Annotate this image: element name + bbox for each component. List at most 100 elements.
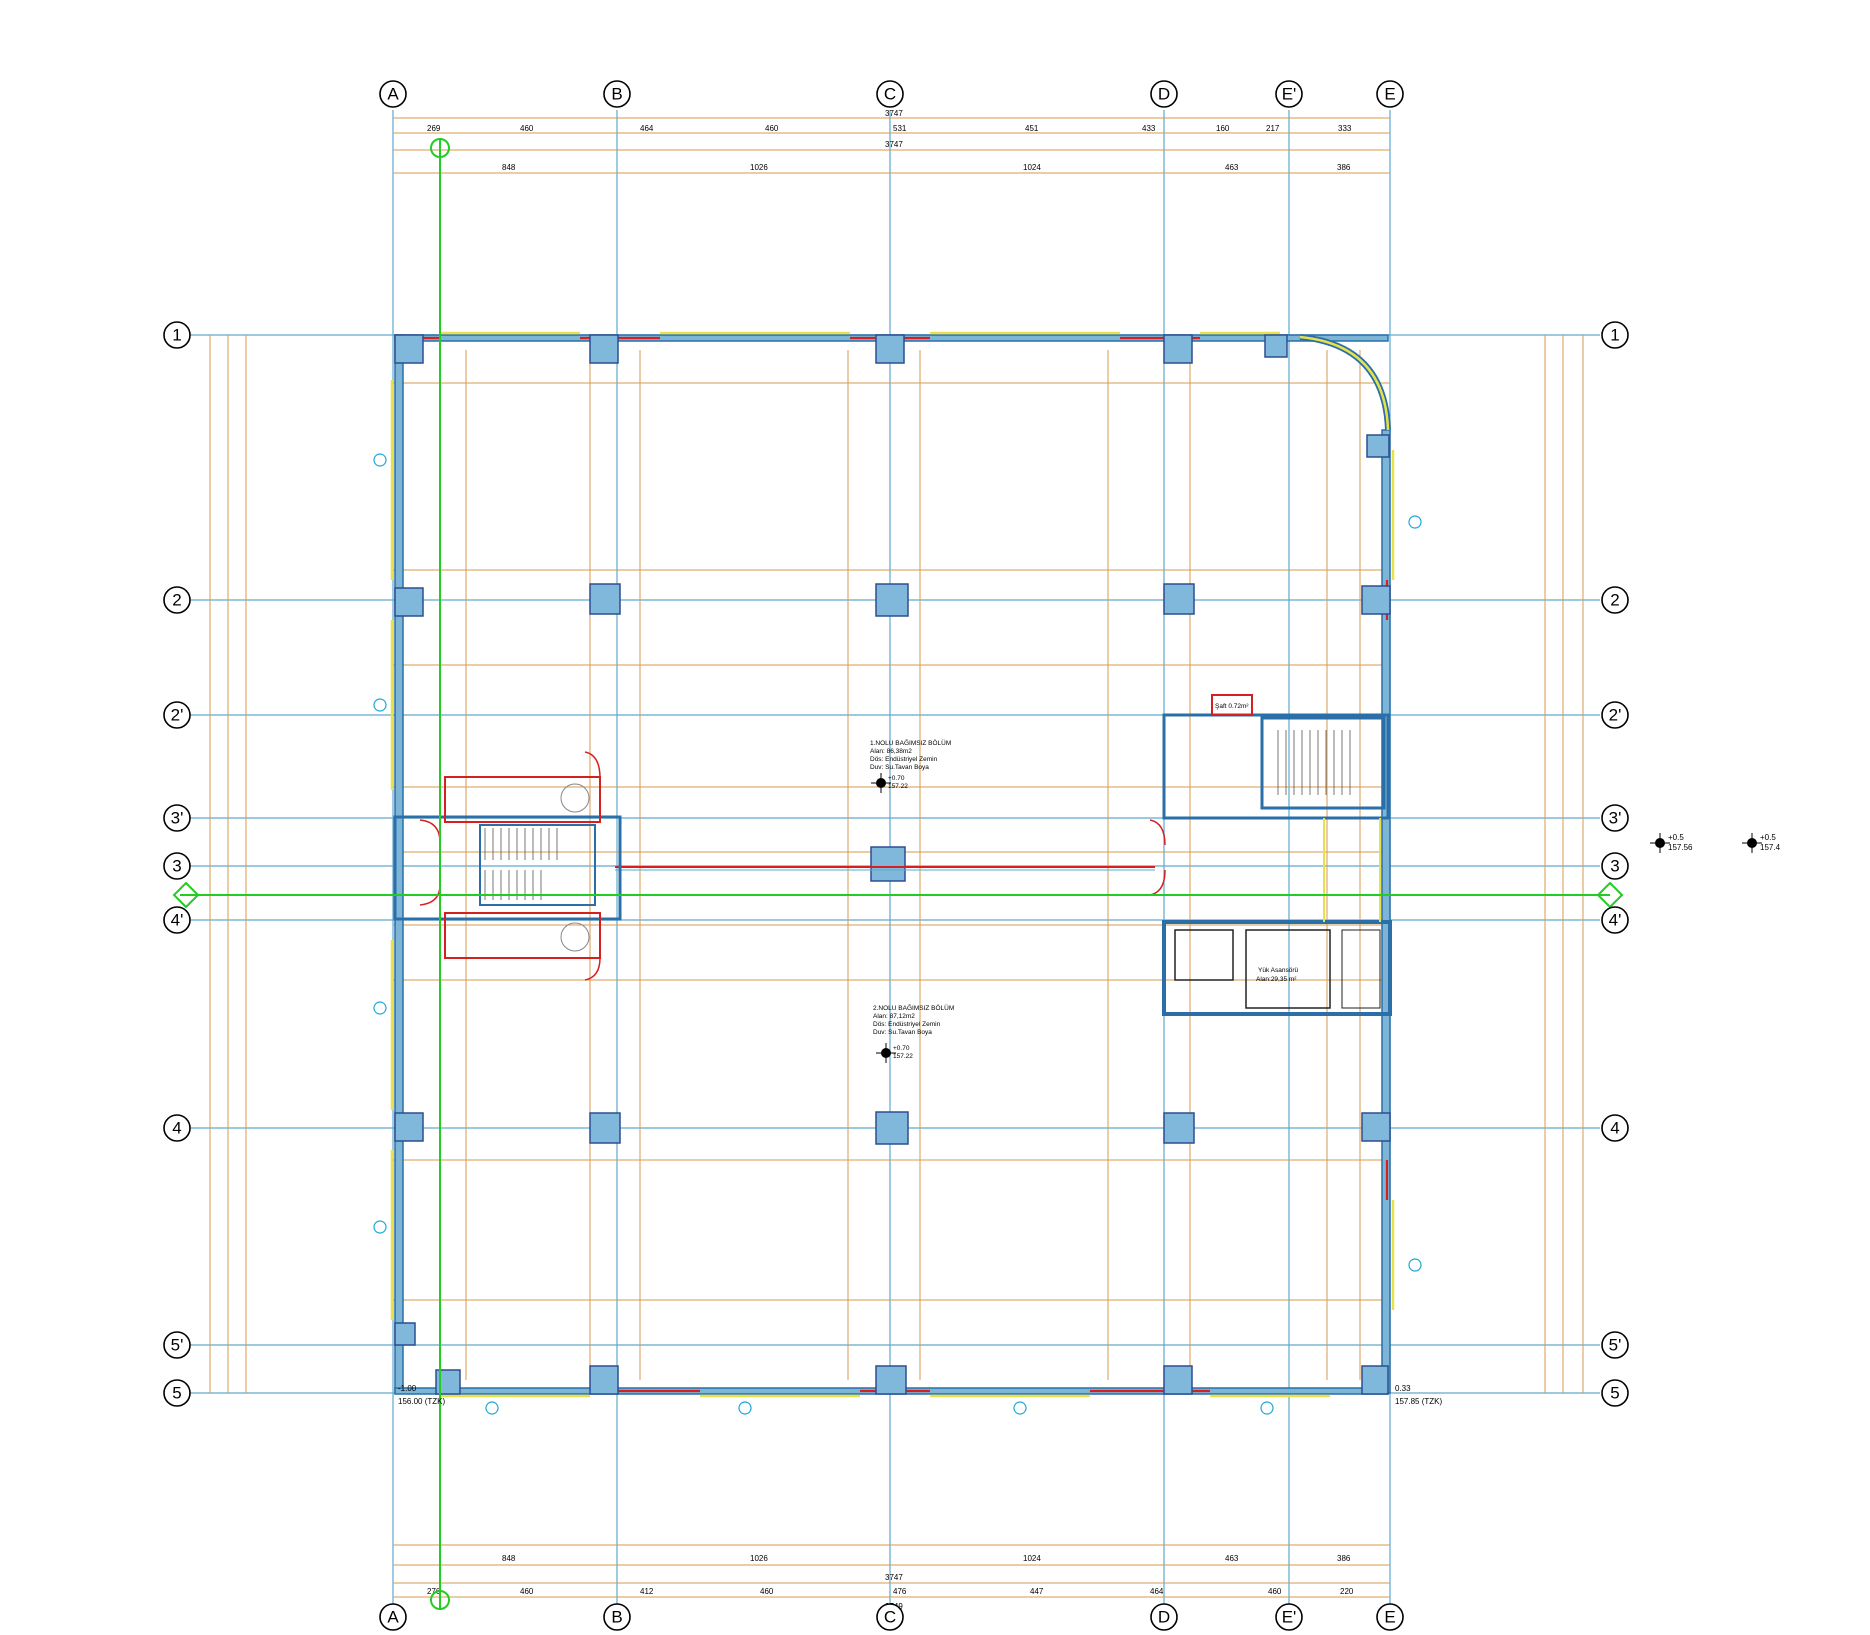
dim-text: 460 xyxy=(520,124,534,133)
dim-text: 476 xyxy=(893,1587,907,1596)
grid-label-E-prime: E' xyxy=(1282,85,1297,104)
grid-label-A: A xyxy=(387,1608,399,1627)
room-floor: Dös: Endüstriyel Zemin xyxy=(873,1021,941,1028)
grid-label-C: C xyxy=(884,85,896,104)
shaft-label: Şaft 0.72m² xyxy=(1215,703,1249,710)
elevator-label: Yük Asansörü xyxy=(1258,967,1298,974)
dimension-texts-bottom: 848 1026 1024 463 386 3747 276 460 412 4… xyxy=(427,1554,1354,1611)
green-reference-lines xyxy=(172,138,1624,1610)
level-value: +0.70 xyxy=(888,775,905,782)
dim-text: 433 xyxy=(1142,124,1156,133)
grid-bubbles-bottom: A B C D E' E xyxy=(379,1603,1404,1631)
right-stair-core: Şaft 0.72m² Yük Asansörü Alan:29,35 m² xyxy=(1149,694,1392,1016)
dim-text: 460 xyxy=(760,1587,774,1596)
dim-text: 451 xyxy=(1025,124,1039,133)
grid-label-1: 1 xyxy=(1610,326,1619,345)
elevator-area: Alan:29,35 m² xyxy=(1256,976,1297,983)
dimension-texts-top: 269 460 464 460 531 451 433 160 217 333 … xyxy=(427,109,1352,172)
grid-label-C: C xyxy=(884,1608,896,1627)
grid-label-5: 5 xyxy=(1610,1384,1619,1403)
level-marker-right-2: +0.5 157.4 xyxy=(1742,833,1781,853)
level-value: +0.5 xyxy=(1668,833,1684,842)
dim-text: 1026 xyxy=(750,163,768,172)
dim-text: 447 xyxy=(1030,1587,1044,1596)
dim-text: 1026 xyxy=(750,1554,768,1563)
structural-columns xyxy=(394,334,1391,1395)
grid-label-2: 2 xyxy=(172,591,181,610)
grid-label-D: D xyxy=(1158,85,1170,104)
grid-label-2-prime: 2' xyxy=(1609,706,1622,725)
dim-text: 1024 xyxy=(1023,1554,1041,1563)
dimension-lines-top xyxy=(209,117,1584,1598)
grid-bubbles-top: A B C D E' E xyxy=(379,80,1404,108)
grid-label-A: A xyxy=(387,85,399,104)
grid-label-D: D xyxy=(1158,1608,1170,1627)
grid-label-1: 1 xyxy=(172,326,181,345)
corner-elevation-se: 0.33 157.85 (TZK) xyxy=(1395,1384,1442,1406)
level-elevation: 157.22 xyxy=(888,783,908,790)
level-value: +0.5 xyxy=(1760,833,1776,842)
level-value: +0.70 xyxy=(893,1045,910,1052)
grid-label-4: 4 xyxy=(1610,1119,1619,1138)
corner-level: 0.33 xyxy=(1395,1384,1411,1393)
dim-text: 464 xyxy=(1150,1587,1164,1596)
room-wall: Duv: Su.Tavan Boya xyxy=(870,764,929,771)
level-elevation: 157.4 xyxy=(1760,843,1781,852)
grid-label-B: B xyxy=(611,85,622,104)
grid-label-5-prime: 5' xyxy=(1609,1336,1622,1355)
dim-text: 460 xyxy=(1268,1587,1282,1596)
window-markers xyxy=(373,453,1422,1415)
grid-label-5: 5 xyxy=(172,1384,181,1403)
dim-total: 3747 xyxy=(885,1573,903,1582)
dim-text: 460 xyxy=(765,124,779,133)
grid-bubbles-left: 1 2 2' 3' 3 4' 4 5' 5 xyxy=(163,321,191,1407)
grid-label-2: 2 xyxy=(1610,591,1619,610)
level-marker-south: +0.70 157.22 xyxy=(876,1043,913,1063)
grid-label-E: E xyxy=(1384,1608,1395,1627)
level-marker-north: +0.70 157.22 xyxy=(871,773,908,793)
dim-text: 460 xyxy=(520,1587,534,1596)
room-name: 2.NOLU BAĞIMSIZ BÖLÜM xyxy=(873,1003,954,1012)
corner-level: -1.00 xyxy=(398,1384,417,1393)
dim-text: 386 xyxy=(1337,1554,1351,1563)
corner-elevation: 157.85 (TZK) xyxy=(1395,1397,1442,1406)
dim-text: 220 xyxy=(1340,1587,1354,1596)
grid-label-E-prime: E' xyxy=(1282,1608,1297,1627)
dim-text: 269 xyxy=(427,124,441,133)
dim-text: 217 xyxy=(1266,124,1280,133)
dim-text: 160 xyxy=(1216,124,1230,133)
dim-total: 3747 xyxy=(885,140,903,149)
room-floor: Dös: Endüstriyel Zemin xyxy=(870,756,938,763)
dim-total: 3747 xyxy=(885,109,903,118)
level-elevation: 157.56 xyxy=(1668,843,1693,852)
room-wall: Duv: Su.Tavan Boya xyxy=(873,1029,932,1036)
grid-label-3: 3 xyxy=(172,857,181,876)
dim-text: 463 xyxy=(1225,1554,1239,1563)
dim-text: 276 xyxy=(427,1587,441,1596)
room-area: Alan: 87,12m2 xyxy=(873,1013,915,1020)
grid-label-3: 3 xyxy=(1610,857,1619,876)
dim-text: 464 xyxy=(640,124,654,133)
room-name: 1.NOLU BAĞIMSIZ BÖLÜM xyxy=(870,738,951,747)
grid-label-E: E xyxy=(1384,85,1395,104)
level-marker-right-1: +0.5 157.56 xyxy=(1650,833,1693,853)
grid-label-4-prime: 4' xyxy=(171,911,184,930)
dim-text: 333 xyxy=(1338,124,1352,133)
grid-label-3-prime: 3' xyxy=(1609,809,1622,828)
dim-text: 848 xyxy=(502,1554,516,1563)
room-label-north: 1.NOLU BAĞIMSIZ BÖLÜM Alan: 86,38m2 Dös:… xyxy=(870,738,951,771)
grid-label-4-prime: 4' xyxy=(1609,911,1622,930)
dim-text: 463 xyxy=(1225,163,1239,172)
room-label-south: 2.NOLU BAĞIMSIZ BÖLÜM Alan: 87,12m2 Dös:… xyxy=(873,1003,954,1036)
grid-label-B: B xyxy=(611,1608,622,1627)
dim-text: 1024 xyxy=(1023,163,1041,172)
dim-text: 412 xyxy=(640,1587,654,1596)
grid-label-3-prime: 3' xyxy=(171,809,184,828)
grid-label-2-prime: 2' xyxy=(171,706,184,725)
dim-text: 531 xyxy=(893,124,907,133)
level-elevation: 157.22 xyxy=(893,1053,913,1060)
corner-elevation-sw: -1.00 156.00 (TZK) xyxy=(398,1384,445,1406)
grid-bubbles-right: 1 2 2' 3' 3 4' 4 5' 5 xyxy=(1601,321,1629,1407)
grid-label-4: 4 xyxy=(172,1119,181,1138)
